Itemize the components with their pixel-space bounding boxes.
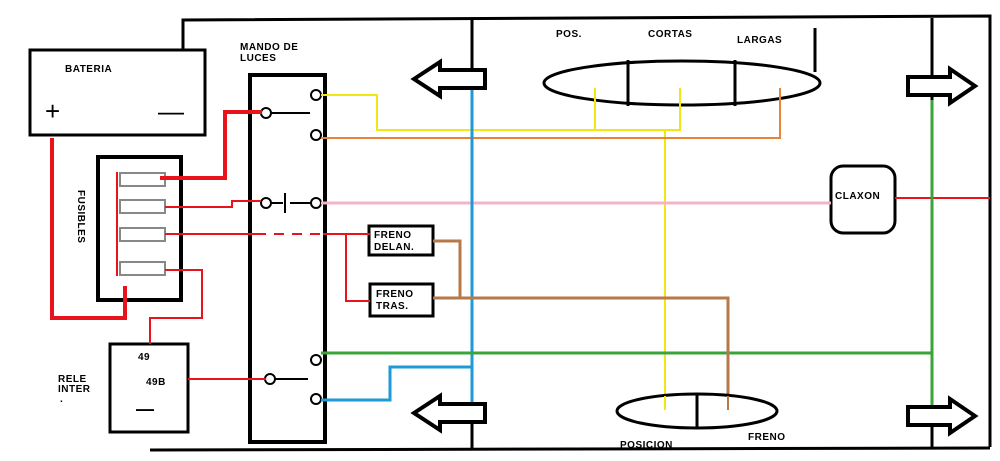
- rele-label-line1: RELE: [58, 374, 87, 385]
- arrow-rear-right: [906, 395, 979, 437]
- faro-label-pos: POS.: [556, 29, 582, 40]
- rele-inter: RELE INTER . 49 49B —: [58, 342, 190, 434]
- arrow-front-left: [410, 58, 487, 100]
- mando-label-line2: LUCES: [240, 53, 276, 64]
- faro-shape: [542, 28, 822, 110]
- freno-delan-line1: FRENO: [374, 230, 412, 241]
- freno-tras: FRENO TRAS.: [368, 282, 435, 318]
- faro-label-largas: LARGAS: [737, 35, 782, 46]
- wire-blue: [321, 85, 474, 420]
- claxon-label: CLAXON: [835, 191, 880, 202]
- wire-fuse-outputs: [149, 197, 990, 380]
- rele-terminal-minus: —: [136, 399, 155, 419]
- freno-delan: FRENO DELAN.: [367, 224, 435, 257]
- freno-delan-line2: DELAN.: [374, 242, 414, 253]
- piloto-shape: [615, 392, 779, 430]
- faro-delantero: POS. CORTAS LARGAS: [556, 29, 782, 46]
- bateria-negative: —: [158, 96, 184, 126]
- wire-battery-red: [50, 110, 262, 320]
- fusibles: FUSIBLES: [75, 155, 183, 302]
- wire-brown: [433, 239, 730, 405]
- rele-label-dot: .: [60, 394, 63, 405]
- bateria-positive: +: [45, 96, 60, 126]
- mando-label-line1: MANDO DE: [240, 42, 298, 53]
- freno-tras-line2: TRAS.: [376, 301, 409, 312]
- fuse-slots: [119, 172, 166, 276]
- rele-label-line2: INTER: [58, 384, 91, 395]
- piloto-trasero: POSICION FRENO: [620, 432, 786, 451]
- rele-terminal-49b: 49B: [146, 377, 166, 388]
- piloto-label-freno: FRENO: [748, 432, 786, 443]
- bateria: BATERIA + —: [28, 48, 207, 137]
- faro-label-cortas: CORTAS: [648, 29, 692, 40]
- bateria-label: BATERIA: [65, 64, 112, 75]
- rele-terminal-49: 49: [138, 352, 150, 363]
- fusibles-label: FUSIBLES: [75, 190, 86, 243]
- mando-de-luces: MANDO DE LUCES: [240, 42, 327, 444]
- piloto-label-posicion: POSICION: [620, 440, 673, 451]
- wire-green: [321, 100, 934, 405]
- freno-tras-line1: FRENO: [376, 289, 414, 300]
- arrow-rear-left: [410, 392, 487, 434]
- claxon: CLAXON: [829, 164, 897, 235]
- arrow-front-right: [906, 65, 979, 107]
